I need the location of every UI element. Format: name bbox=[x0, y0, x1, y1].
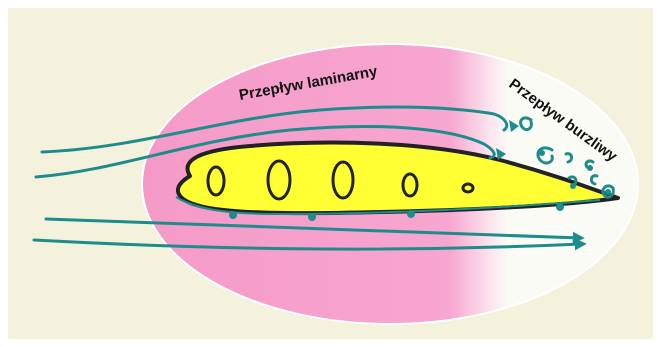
figure-frame: Przepływ laminarny Przepływ burzliwy bbox=[0, 0, 661, 347]
airfoil-flow-diagram: Przepływ laminarny Przepływ burzliwy bbox=[0, 0, 661, 347]
